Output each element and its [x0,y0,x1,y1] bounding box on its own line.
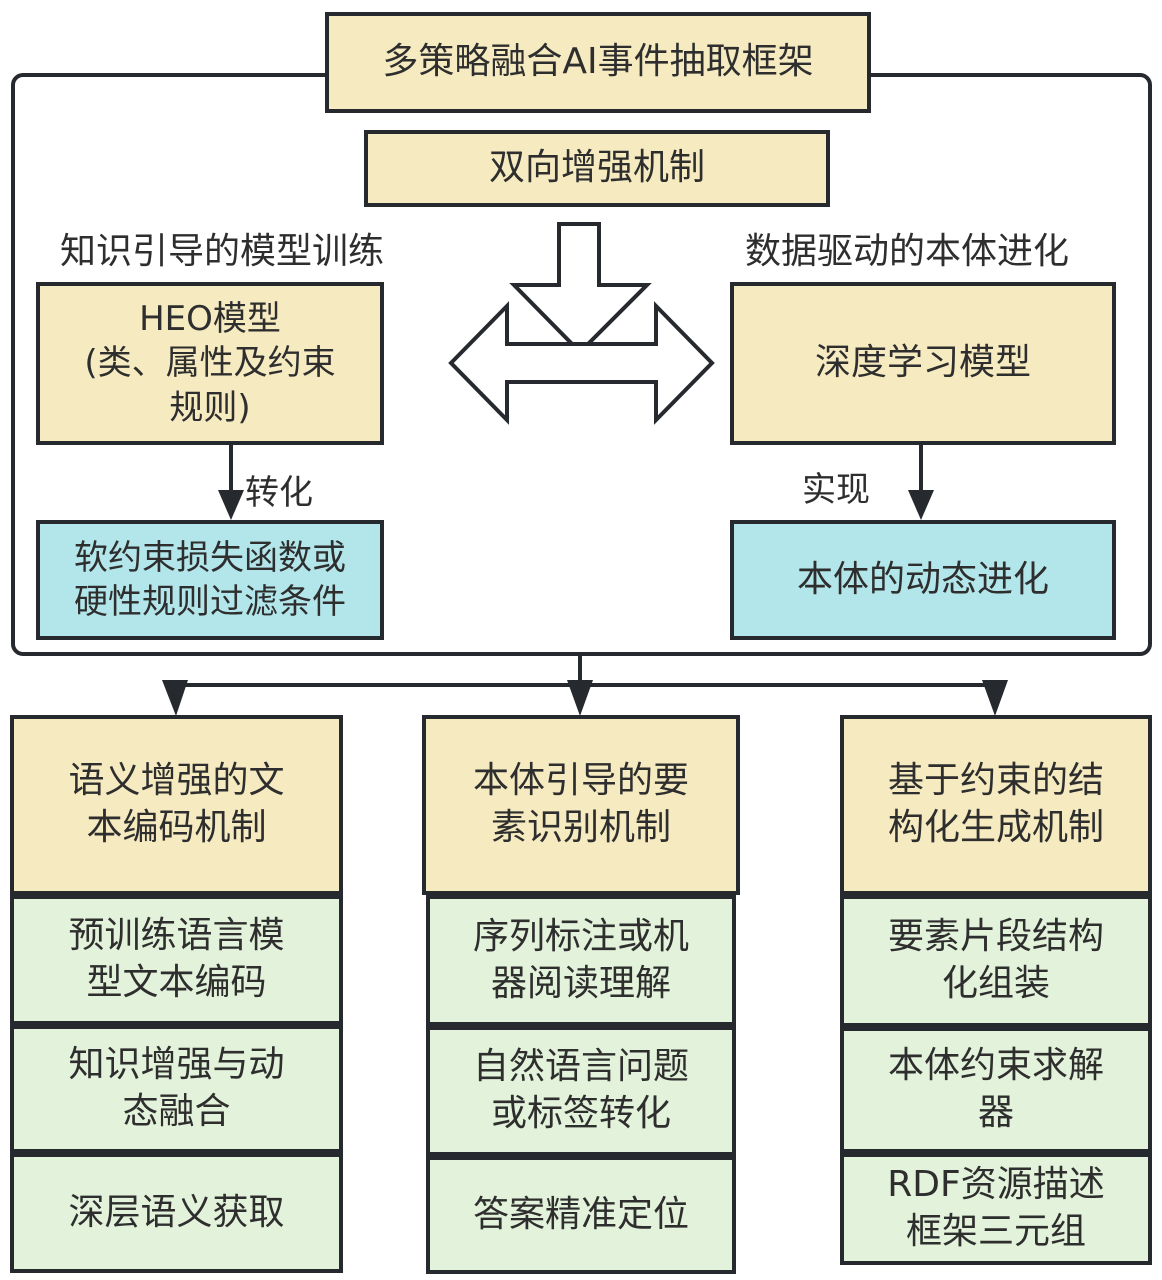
bidirectional-block-arrow [448,301,715,425]
right-arrow-head [908,490,934,520]
heo-model-label: HEO模型 (类、属性及约束 规则) [84,299,336,428]
column-1-header: 语义增强的文 本编码机制 [10,715,343,895]
framework-title-box: 多策略融合AI事件抽取框架 [325,12,871,113]
heo-model-box: HEO模型 (类、属性及约束 规则) [36,282,384,445]
column-2-header-label: 本体引导的要 素识别机制 [472,760,689,848]
column-3-header-label: 基于约束的结 构化生成机制 [887,760,1104,848]
column-3-header: 基于约束的结 构化生成机制 [840,715,1152,895]
column-2-header: 本体引导的要 素识别机制 [422,715,740,895]
branch-arrow-right [982,680,1008,716]
column-1-item-3: 深层语义获取 [10,1153,343,1273]
column-1-item-1: 预训练语言模 型文本编码 [10,895,343,1025]
column-2-item-2: 自然语言问题 或标签转化 [426,1026,736,1156]
column-2-item-2-label: 自然语言问题 或标签转化 [472,1046,689,1134]
deep-learning-model-box: 深度学习模型 [730,282,1116,445]
soft-constraint-box: 软约束损失函数或 硬性规则过滤条件 [36,520,384,640]
framework-title: 多策略融合AI事件抽取框架 [382,41,814,83]
ontology-evolution-label: 本体的动态进化 [796,558,1049,600]
ontology-evolution-box: 本体的动态进化 [730,520,1116,640]
deep-learning-model-label: 深度学习模型 [814,342,1031,384]
column-3-item-3-label: RDF资源描述 框架三元组 [887,1164,1105,1252]
column-2-item-1: 序列标注或机 器阅读理解 [426,895,736,1026]
left-arrow-head [218,490,244,520]
column-3-item-1: 要素片段结构 化组装 [840,895,1152,1027]
column-1-item-2-label: 知识增强与动 态融合 [68,1044,285,1132]
column-3-item-3: RDF资源描述 框架三元组 [840,1153,1152,1265]
column-3-item-2: 本体约束求解 器 [840,1027,1152,1153]
soft-constraint-label: 软约束损失函数或 硬性规则过滤条件 [74,537,346,622]
right-heading: 数据驱动的本体进化 [745,231,1070,272]
column-2-item-1-label: 序列标注或机 器阅读理解 [472,915,689,1004]
column-1-item-3-label: 深层语义获取 [68,1191,285,1233]
column-2-item-3: 答案精准定位 [426,1156,736,1274]
column-1-header-label: 语义增强的文 本编码机制 [68,760,285,848]
column-2-item-3-label: 答案精准定位 [472,1193,689,1235]
branch-arrow-middle [567,680,593,716]
column-3-item-1-label: 要素片段结构 化组装 [887,916,1104,1004]
column-1-item-1-label: 预训练语言模 型文本编码 [68,915,285,1003]
mechanism-label: 双向增强机制 [488,147,705,189]
mechanism-box: 双向增强机制 [364,130,830,207]
left-heading: 知识引导的模型训练 [60,231,385,272]
right-arrow-label: 实现 [802,470,870,510]
down-block-arrow [509,222,652,355]
column-3-item-2-label: 本体约束求解 器 [887,1045,1104,1133]
column-1-item-2: 知识增强与动 态融合 [10,1025,343,1153]
left-arrow-label: 转化 [245,473,313,513]
branch-arrow-left [162,680,188,716]
